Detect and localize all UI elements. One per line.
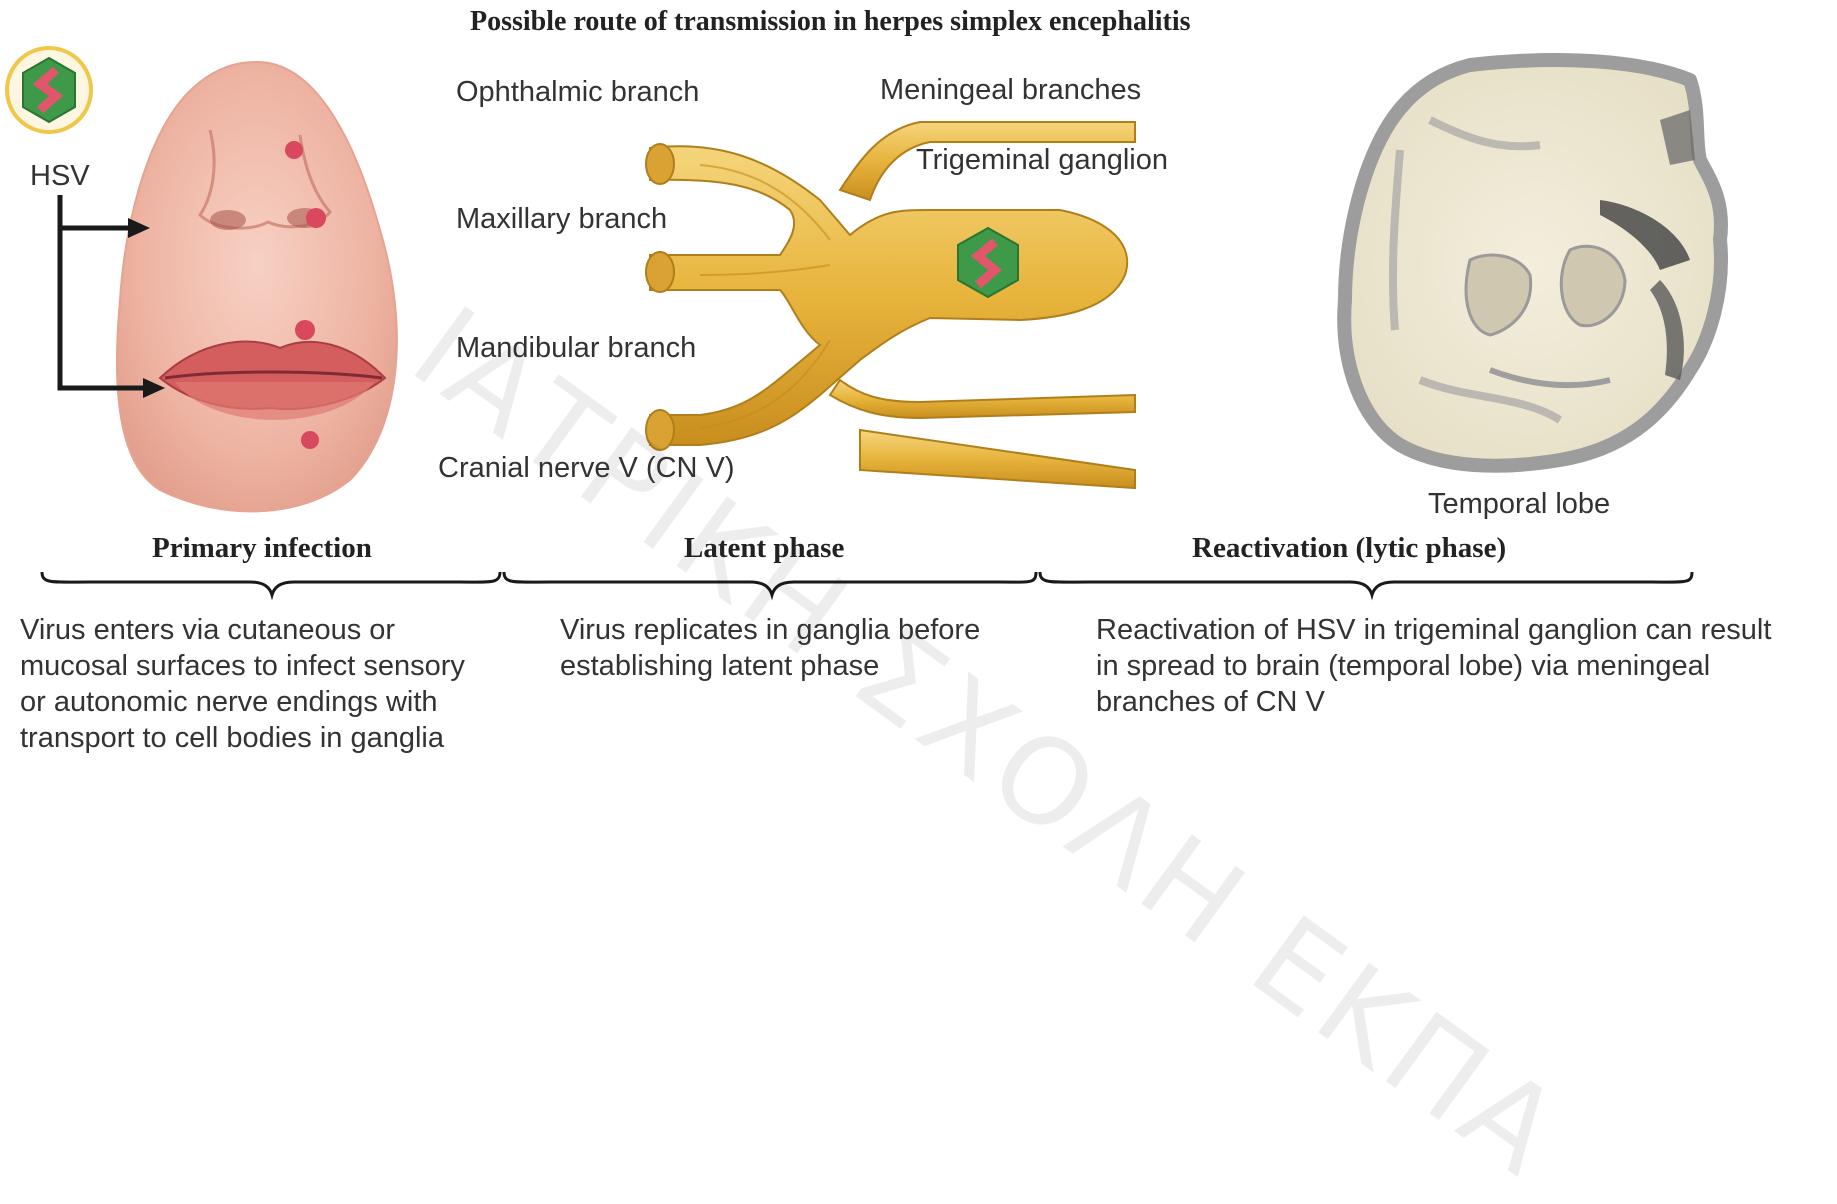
- hsv-label: HSV: [30, 160, 90, 193]
- description-line: in spread to brain (temporal lobe) via m…: [1096, 648, 1771, 684]
- description-line: or autonomic nerve endings with: [20, 684, 465, 720]
- lesion-lip-lower: [301, 431, 319, 449]
- description-line: Virus enters via cutaneous or: [20, 612, 465, 648]
- phase-description-primary: Virus enters via cutaneous or mucosal su…: [20, 612, 465, 756]
- meningeal-branches-label: Meningeal branches: [880, 74, 1141, 107]
- cranial-nerve-label: Cranial nerve V (CN V): [438, 452, 735, 485]
- phase-title-primary: Primary infection: [152, 532, 372, 565]
- mandibular-branch-label: Mandibular branch: [456, 332, 696, 365]
- lesion-lip-upper: [295, 320, 315, 340]
- phase-description-latent: Virus replicates in ganglia before estab…: [560, 612, 980, 684]
- phase-title-reactivation: Reactivation (lytic phase): [1192, 532, 1506, 565]
- trigeminal-ganglion-label: Trigeminal ganglion: [916, 144, 1168, 177]
- ophthalmic-branch-label: Ophthalmic branch: [456, 76, 699, 109]
- face-illustration: [117, 62, 397, 511]
- description-line: Reactivation of HSV in trigeminal gangli…: [1096, 612, 1771, 648]
- lesion-nose-side: [306, 208, 326, 228]
- lesion-nose-upper: [285, 141, 303, 159]
- temporal-lobe-label: Temporal lobe: [1428, 488, 1610, 521]
- brain-coronal-section: [1344, 60, 1721, 466]
- description-line: transport to cell bodies in ganglia: [20, 720, 465, 756]
- hsv-virus-icon: [7, 48, 91, 132]
- description-line: branches of CN V: [1096, 684, 1771, 720]
- phase-description-reactivation: Reactivation of HSV in trigeminal gangli…: [1096, 612, 1771, 720]
- description-line: mucosal surfaces to infect sensory: [20, 648, 465, 684]
- description-line: establishing latent phase: [560, 648, 980, 684]
- phase-braces: [42, 572, 1692, 595]
- description-line: Virus replicates in ganglia before: [560, 612, 980, 648]
- figure-title: Possible route of transmission in herpes…: [470, 6, 1191, 38]
- maxillary-branch-label: Maxillary branch: [456, 203, 667, 236]
- phase-title-latent: Latent phase: [684, 532, 844, 565]
